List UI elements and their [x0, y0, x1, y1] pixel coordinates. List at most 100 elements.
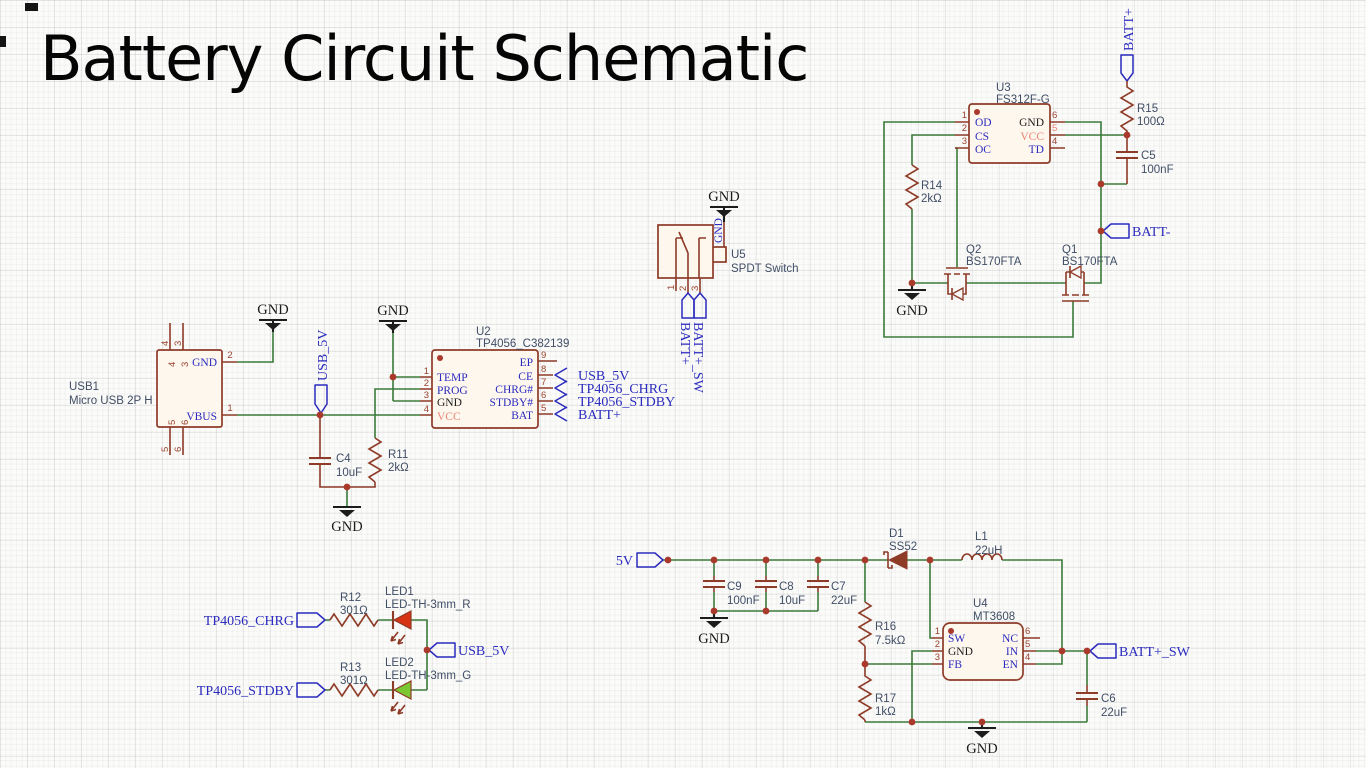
u2-pin-stdby: STDBY#: [490, 397, 534, 409]
led1-red[interactable]: LED1 LED-TH-3mm_R: [385, 586, 471, 645]
r14-resistor[interactable]: R14 2kΩ: [904, 164, 943, 210]
u4-pin-in: IN: [1006, 646, 1019, 658]
net-label-tp4056-stdby: TP4056_STDBY: [197, 684, 294, 699]
u4-pin4-number: 4: [1025, 652, 1030, 663]
u4-boost-ic[interactable]: U4 MT3608 SW GND FB NC IN EN 1 2 3 6 5 4: [932, 598, 1040, 681]
junction-dot: [1097, 180, 1105, 188]
u2-pin1-dot: [437, 355, 443, 361]
q2-mosfet[interactable]: Q2 BS170FTA: [944, 244, 1022, 302]
wire-5v-rail[interactable]: [663, 559, 1087, 665]
u3-pin-td: TD: [1029, 144, 1044, 156]
wire-prog[interactable]: [374, 388, 420, 438]
net-flag-usb5v-vertical[interactable]: USB_5V: [314, 330, 331, 414]
net-flag-usb5v-led[interactable]: USB_5V: [428, 642, 509, 659]
u2-pin-bat: BAT: [511, 410, 533, 422]
r15-resistor[interactable]: R15 100Ω: [1119, 81, 1165, 135]
wire-oc-gate[interactable]: [955, 147, 958, 267]
r16-resistor[interactable]: R16 7.5kΩ: [857, 601, 906, 664]
net-flag-batt-plus-u5[interactable]: BATT+: [677, 292, 695, 365]
usb1-pin6-name: 6: [180, 420, 191, 425]
u3-pin-oc: OC: [975, 144, 991, 156]
l1-inductor[interactable]: L1 22uH: [961, 531, 1003, 561]
led1-value: LED-TH-3mm_R: [385, 599, 471, 611]
usb1-pin6-number: 6: [173, 447, 184, 452]
u5-ref: U5: [731, 249, 746, 261]
u5-spdt-switch[interactable]: GND GND 1 2 3 U5 SPDT Switch BATT+ BATT+…: [657, 189, 799, 394]
r13-resistor[interactable]: R13 301Ω: [329, 662, 379, 698]
r17-resistor[interactable]: R17 1kΩ: [857, 664, 896, 722]
junction-dot: [861, 660, 869, 668]
net-flag-batt-plus-sw[interactable]: BATT+_SW: [1089, 643, 1191, 660]
gnd-symbol-usb[interactable]: GND: [257, 302, 289, 332]
net-flag-batt-plus-top[interactable]: BATT+: [1120, 8, 1137, 82]
wire-usb-gnd[interactable]: [237, 332, 274, 363]
q1-value: BS170FTA: [1062, 256, 1118, 268]
u4-value: MT3608: [973, 611, 1015, 623]
c5-ref: C5: [1141, 150, 1156, 162]
gnd-symbol-protection[interactable]: GND: [896, 283, 928, 319]
u4-pin6-number: 6: [1025, 626, 1030, 637]
q1-mosfet[interactable]: Q1 BS170FTA: [1062, 244, 1118, 302]
c8-capacitor[interactable]: C8 10uF: [755, 576, 805, 607]
wire-cap-drops[interactable]: [713, 560, 819, 612]
c6-capacitor[interactable]: C6 22uF: [1076, 685, 1127, 719]
r15-ref: R15: [1137, 103, 1158, 115]
wire-u3-gnd-battminus[interactable]: [1065, 121, 1102, 284]
u3-pin1-number: 1: [962, 110, 967, 121]
u2-net-labels[interactable]: USB_5V TP4056_CHRG TP4056_STDBY BATT+: [554, 367, 675, 423]
c7-capacitor[interactable]: C7 22uF: [807, 576, 857, 607]
junction-dot: [710, 556, 718, 564]
wire-bottom-rail[interactable]: [865, 651, 1088, 723]
led2-green[interactable]: LED2 LED-TH-3mm_G: [385, 657, 471, 715]
usb1-ref: USB1: [69, 381, 99, 393]
net-flag-batt-minus[interactable]: BATT-: [1102, 223, 1171, 240]
c9-capacitor[interactable]: C9 100nF: [703, 576, 760, 607]
net-label-usb5v: USB_5V: [578, 369, 629, 384]
c4-capacitor[interactable]: C4 10uF: [309, 415, 362, 488]
u2-pin-chrg: CHRG#: [495, 384, 533, 396]
gnd-symbol-c4[interactable]: GND: [331, 505, 363, 535]
protection-section: U3 FS312F-G OD CS OC GND VCC TD 1 2 3 6 …: [883, 8, 1174, 338]
c4-value: 10uF: [336, 467, 362, 479]
net-flag-batt-plus-sw-u5[interactable]: BATT+_SW: [690, 292, 707, 394]
l1-ref: L1: [975, 531, 988, 543]
wire-led-common[interactable]: [325, 619, 428, 691]
junction-dot: [710, 607, 718, 615]
gnd-label: GND: [966, 741, 997, 757]
c6-ref: C6: [1101, 693, 1116, 705]
net-flag-tp4056-chrg[interactable]: TP4056_CHRG: [204, 612, 326, 629]
net-flag-5v[interactable]: 5V: [616, 552, 664, 569]
u2-charger-ic[interactable]: U2 TP4056_C382139 TEMP PROG GND VCC 1 2 …: [420, 326, 569, 429]
wire-u4-gnd[interactable]: [911, 650, 932, 722]
usb1-pin1-number: 1: [227, 403, 232, 414]
u2-pin5-number: 5: [541, 403, 546, 414]
net-label-batt-plus: BATT+: [677, 322, 692, 365]
wire-u2-gnd-drop[interactable]: [392, 333, 420, 402]
wire-sw-drop[interactable]: [929, 560, 932, 639]
net-label-batt-plus-sw: BATT+_SW: [1119, 645, 1191, 660]
c7-value: 22uF: [831, 595, 857, 607]
u3-value: FS312F-G: [996, 94, 1050, 106]
u3-protection-ic[interactable]: U3 FS312F-G OD CS OC GND VCC TD 1 2 3 6 …: [955, 82, 1065, 164]
u3-pin5-number: 5: [1052, 123, 1057, 134]
gnd-symbol-u2[interactable]: GND: [377, 303, 409, 333]
junction-dot: [664, 556, 672, 564]
c9-ref: C9: [727, 581, 742, 593]
junction-dot: [762, 556, 770, 564]
u2-pin-ce: CE: [518, 371, 533, 383]
wire-od-loop[interactable]: [883, 121, 1074, 338]
gnd-symbol-boost[interactable]: GND: [966, 722, 998, 757]
usb1-pin4-name: 4: [167, 362, 178, 367]
u3-pin2-number: 2: [962, 123, 967, 134]
c5-capacitor[interactable]: C5 100nF: [1116, 135, 1174, 184]
u2-ref: U2: [476, 326, 491, 338]
usb1-connector[interactable]: USB1 Micro USB 2P H GND VBUS 2 1 4 3 4 3…: [69, 323, 237, 455]
gnd-symbol-caps[interactable]: GND: [698, 611, 730, 647]
junction-dot: [343, 483, 351, 491]
wire-cs-r14[interactable]: [911, 134, 955, 283]
u5-pin2-number: 2: [678, 286, 689, 291]
r11-resistor[interactable]: R11 2kΩ: [347, 437, 409, 488]
r12-resistor[interactable]: R12 301Ω: [329, 592, 379, 628]
net-flag-tp4056-stdby[interactable]: TP4056_STDBY: [197, 682, 326, 699]
d1-diode[interactable]: D1 SS52: [883, 528, 917, 570]
